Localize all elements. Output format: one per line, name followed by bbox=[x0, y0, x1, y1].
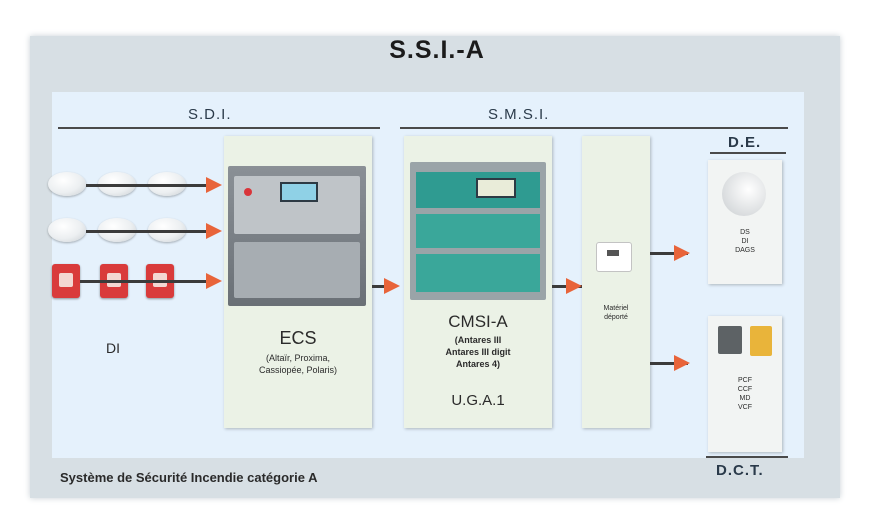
cmsi-name: CMSI-A bbox=[448, 312, 508, 331]
smoke-detector-icon bbox=[48, 172, 86, 196]
arrow-icon bbox=[206, 177, 222, 193]
remote-panel: Matériel déporté bbox=[582, 136, 650, 428]
smoke-detector-icon bbox=[48, 218, 86, 242]
dct-label: D.C.T. bbox=[716, 462, 764, 479]
cmsi-panel: CMSI-A (Antares III Antares III digit An… bbox=[404, 136, 552, 428]
de-label: D.E. bbox=[728, 134, 762, 151]
uga-label: U.G.A.1 bbox=[451, 392, 505, 409]
wire bbox=[86, 184, 212, 187]
smsi-rule bbox=[400, 127, 788, 129]
ecs-name: ECS bbox=[279, 328, 317, 348]
sdi-label: S.D.I. bbox=[188, 106, 232, 123]
ecs-models: (Altaïr, Proxima, Cassiopée, Polaris) bbox=[258, 353, 338, 375]
sounder-icon bbox=[722, 172, 766, 216]
arrow-icon bbox=[206, 223, 222, 239]
de-box: DS DI DAGS bbox=[708, 160, 782, 284]
di-label: DI bbox=[106, 340, 120, 356]
wire bbox=[650, 252, 688, 255]
dct-box: PCF CCF MD VCF bbox=[708, 316, 782, 452]
ecs-cabinet-icon bbox=[228, 166, 366, 306]
wire bbox=[86, 230, 212, 233]
cmsi-cabinet-icon bbox=[410, 162, 546, 300]
de-text: DS DI DAGS bbox=[735, 229, 755, 254]
diagram-title: S.S.I.-A bbox=[389, 36, 485, 64]
dct-text: PCF CCF MD VCF bbox=[737, 377, 753, 411]
dct-rule bbox=[706, 456, 788, 458]
remote-device-icon bbox=[596, 242, 632, 272]
arrow-icon bbox=[384, 278, 400, 294]
wire bbox=[650, 362, 688, 365]
arrow-icon bbox=[674, 245, 690, 261]
door-holder-icon bbox=[718, 326, 742, 354]
sdi-rule bbox=[58, 127, 380, 129]
wire bbox=[372, 285, 394, 288]
cmsi-models: (Antares III Antares III digit Antares 4… bbox=[445, 335, 511, 369]
footer-caption: Système de Sécurité Incendie catégorie A bbox=[60, 470, 318, 485]
arrow-icon bbox=[206, 273, 222, 289]
remote-label: Matériel déporté bbox=[603, 305, 629, 321]
ecs-panel: ECS (Altaïr, Proxima, Cassiopée, Polaris… bbox=[224, 136, 372, 428]
manual-call-point-icon bbox=[52, 264, 80, 298]
wire bbox=[80, 280, 210, 283]
release-device-icon bbox=[750, 326, 772, 356]
arrow-icon bbox=[674, 355, 690, 371]
smsi-label: S.M.S.I. bbox=[488, 106, 550, 123]
de-rule bbox=[710, 152, 786, 154]
arrow-icon bbox=[566, 278, 582, 294]
